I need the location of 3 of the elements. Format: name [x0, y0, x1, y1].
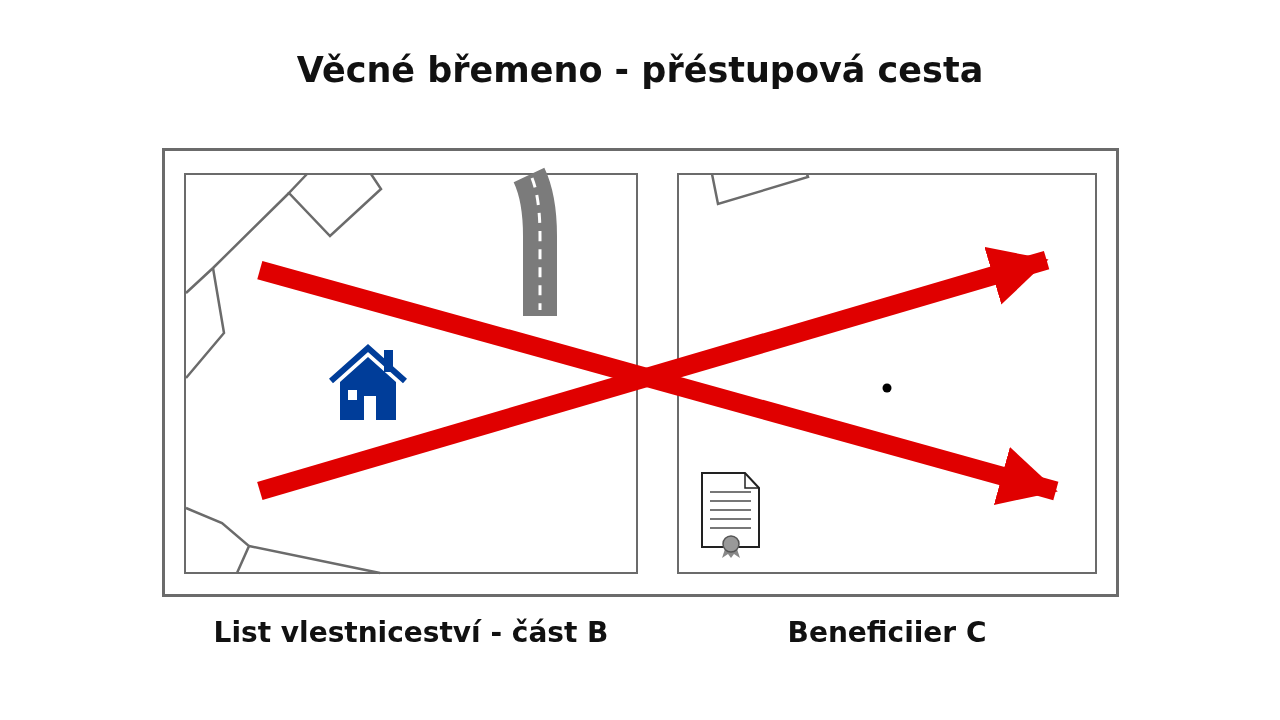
- diagram-title: Věcné břemeno - přéstupová cesta: [295, 50, 985, 90]
- panel-caption: Beneficiier C: [787, 616, 987, 649]
- panel-caption: List vlestniceství - část B: [213, 616, 609, 649]
